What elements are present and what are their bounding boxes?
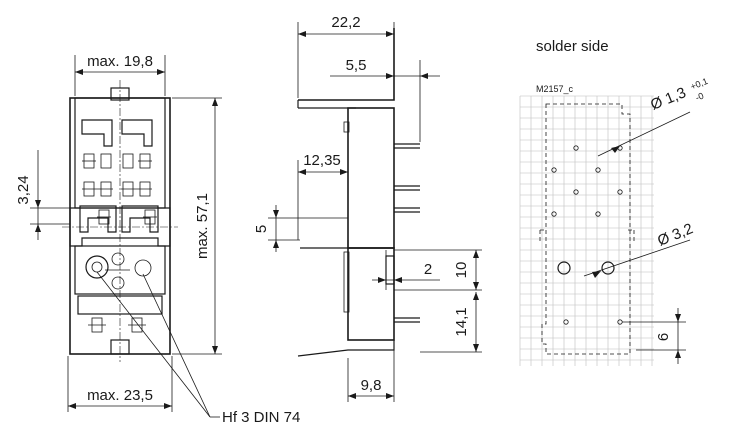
front-coil-terminal-b: [111, 276, 125, 290]
leader-small-hole: [597, 111, 691, 157]
callout-leader-b: [142, 273, 211, 418]
hole-small-dia: Ø 1,3: [648, 84, 688, 114]
dim-slot-width: 2: [424, 261, 432, 278]
dim-base-depth: 9,8: [361, 377, 382, 394]
callout-label: Hf 3 DIN 74: [222, 409, 300, 426]
side-base: [347, 247, 395, 341]
side-pins-lower: [394, 317, 420, 323]
side-body: [347, 107, 395, 249]
front-bottom-tab: [110, 339, 130, 355]
front-middle-housing: [69, 207, 171, 247]
solder-large-hole-left: [557, 261, 571, 275]
side-view: 22,2 5,5 12,35 5 2 10: [253, 14, 482, 402]
dim-clip-height: 5: [253, 225, 270, 233]
side-bottom-foot: [297, 340, 395, 357]
front-view: max. 19,8 max. 57,1 3,24 max. 23,5 Hf 3 …: [15, 53, 300, 426]
front-top-left-housing: [81, 119, 113, 147]
side-pins-upper: [394, 143, 420, 213]
front-mid-right-housing: [121, 205, 159, 233]
front-screw-hole: [85, 255, 109, 279]
dim-pin-offset: 5,5: [346, 57, 367, 74]
dim-top-width: max. 19,8: [87, 53, 153, 70]
callout-leader-a: [96, 271, 211, 418]
front-coil-terminal-c: [134, 259, 152, 277]
front-pins-row3: [97, 209, 157, 225]
solder-side-view: solder side M2157_c Ø 1,3 +0,1 -0: [519, 38, 709, 366]
front-pins-row1: [82, 153, 152, 169]
front-mid-left-housing: [79, 205, 117, 233]
side-top-clip: [298, 28, 395, 101]
front-pins-row2: [82, 181, 152, 197]
dim-slot-height: 10: [453, 262, 470, 279]
leader-large-hole: [583, 239, 691, 277]
dim-total-depth: 22,2: [331, 14, 360, 31]
front-coil-terminal-a: [111, 252, 125, 266]
hole-small-tol-minus: -0: [694, 91, 705, 103]
front-pins-row4: [88, 317, 146, 333]
front-top-right-housing: [121, 119, 153, 147]
solder-large-hole-right: [601, 261, 615, 275]
dim-pitch: 6: [655, 333, 672, 341]
dim-lower-pin-height: 14,1: [453, 307, 470, 336]
hole-small-tol-plus: +0,1: [689, 76, 709, 92]
dim-bottom-width: max. 23,5: [87, 387, 153, 404]
dim-height: max. 57,1: [194, 193, 211, 259]
dim-left-offset: 3,24: [15, 175, 32, 204]
solder-side-title: solder side: [536, 38, 609, 55]
dim-depth-mid: 12,35: [303, 152, 341, 169]
drawing-code: M2157_c: [536, 84, 574, 94]
solder-small-holes: [551, 145, 623, 325]
